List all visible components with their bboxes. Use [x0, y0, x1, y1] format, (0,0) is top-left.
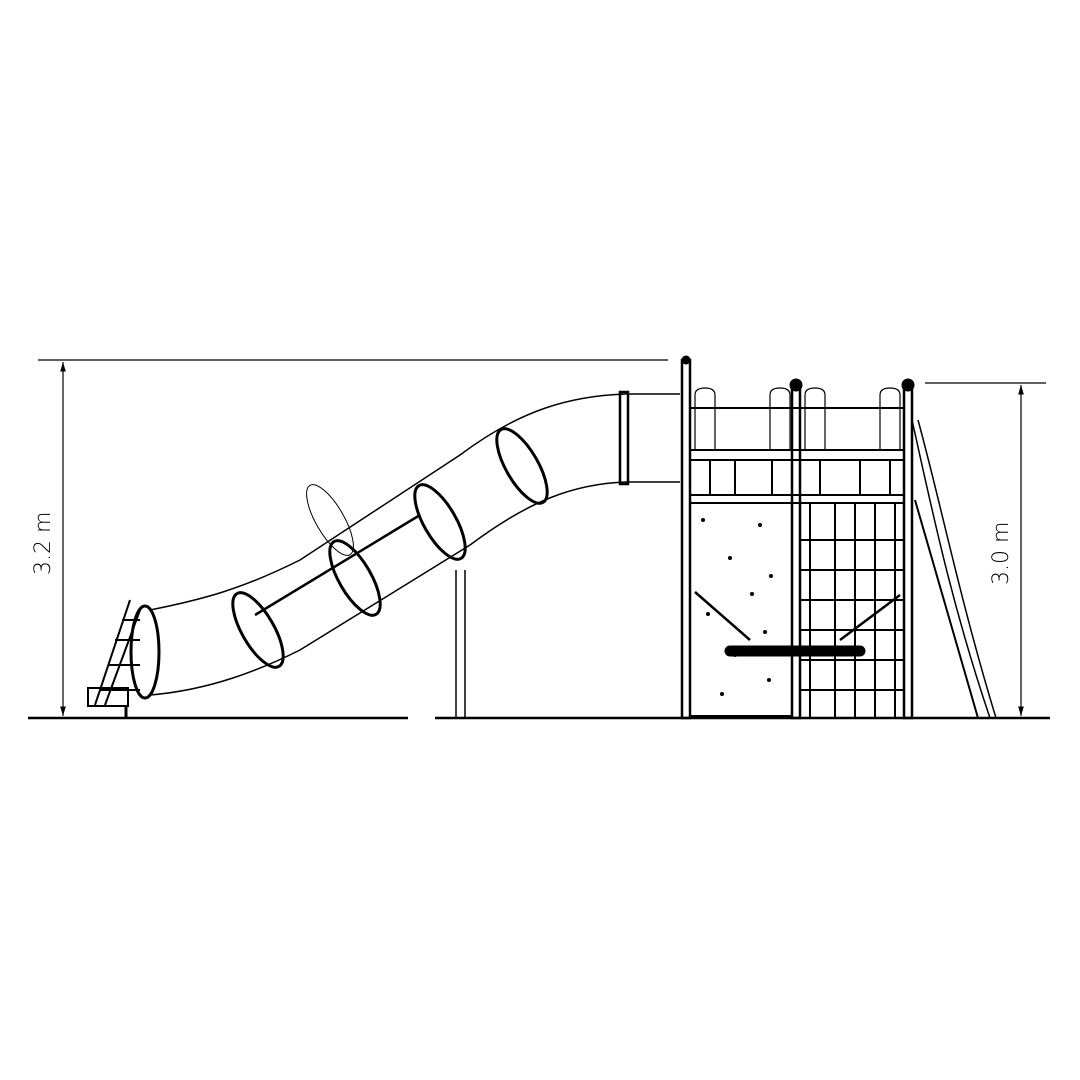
- tube-slide: [87, 390, 680, 718]
- right-dimension-label: 3.0 m: [989, 522, 1014, 585]
- play-tower: [680, 355, 997, 720]
- left-height-dimension: [38, 359, 668, 716]
- left-dimension-label: 3.2 m: [31, 512, 56, 575]
- right-height-dimension: [925, 382, 1046, 716]
